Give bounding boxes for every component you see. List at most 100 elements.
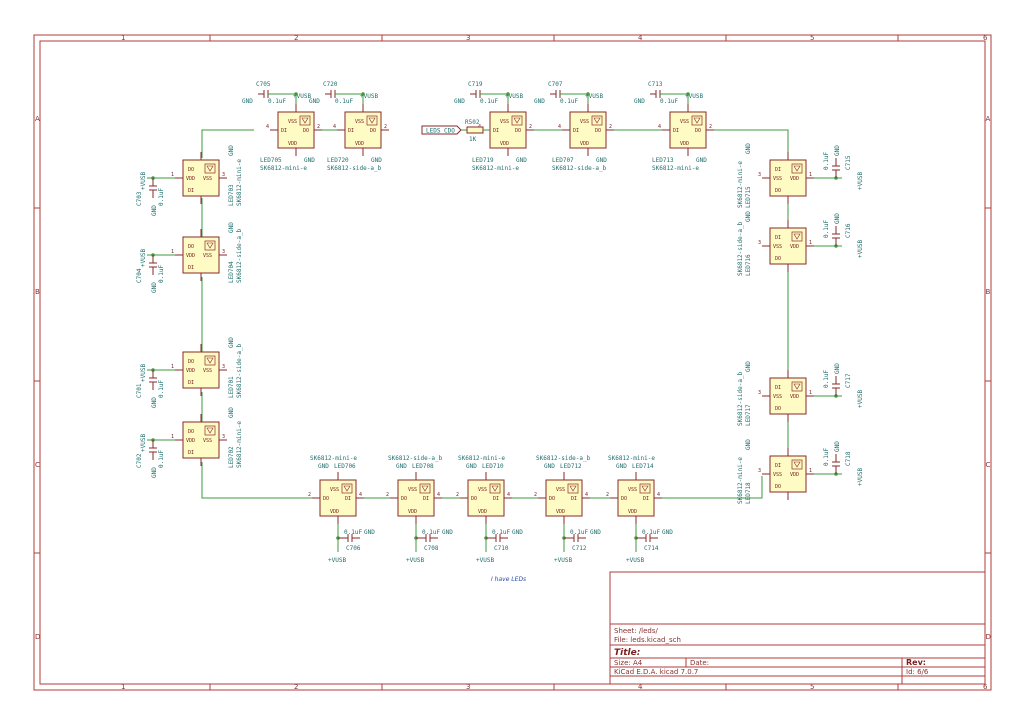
led-ref: LED705 bbox=[260, 157, 282, 164]
wire-layer bbox=[201, 129, 789, 499]
pin-name: VSS bbox=[773, 176, 782, 182]
pin-name: DI bbox=[188, 265, 194, 271]
cap-value: 0.1uF bbox=[570, 529, 588, 536]
led-value: SK6812-mini-e bbox=[652, 165, 699, 172]
pin-name: DO bbox=[303, 128, 309, 134]
cap-ref: C713 bbox=[648, 81, 663, 88]
pin-name: DO bbox=[401, 496, 407, 502]
frame-col-label-top: 4 bbox=[638, 34, 643, 42]
pin-number: 3 bbox=[758, 468, 761, 474]
led-gnd-label: GND bbox=[696, 157, 707, 164]
led-value: SK6812-mini-e bbox=[737, 457, 744, 504]
title-block-file: File: leds.kicad_sch bbox=[614, 636, 681, 644]
cap-value: 0.1uF bbox=[158, 265, 165, 283]
pin-name: DI bbox=[573, 128, 579, 134]
pin-number: 2 bbox=[609, 124, 612, 130]
pin-number: 1 bbox=[171, 249, 174, 255]
led-gnd-label: GND bbox=[228, 145, 235, 156]
pin-name: DI bbox=[775, 385, 781, 391]
pin-name: VSS bbox=[556, 487, 565, 493]
pin-name: DO bbox=[775, 484, 781, 490]
pin-number: 2 bbox=[384, 124, 387, 130]
led-gnd-label: GND bbox=[544, 463, 555, 470]
led-value: SK6812-side-a_b bbox=[737, 221, 744, 276]
cap-gnd-label: GND bbox=[834, 145, 841, 156]
led-gnd-label: GND bbox=[304, 157, 315, 164]
title-block: Sheet: /leds/ File: leds.kicad_sch Title… bbox=[609, 571, 986, 685]
vusb-label: +VUSB bbox=[293, 93, 311, 100]
led-value: SK6812-side-a_b bbox=[388, 455, 443, 462]
pin-name: DI bbox=[188, 188, 194, 194]
pin-name: VSS bbox=[478, 487, 487, 493]
pin-name: VDD bbox=[186, 438, 195, 444]
pin-name: VDD bbox=[186, 368, 195, 374]
pin-number: 3 bbox=[222, 249, 225, 255]
pin-number: 2 bbox=[529, 124, 532, 130]
pin-name: VSS bbox=[773, 472, 782, 478]
cap-value: 0.1uF bbox=[823, 152, 830, 170]
led-value: SK6812-side-a_b bbox=[552, 165, 607, 172]
pin-name: VSS bbox=[330, 487, 339, 493]
led-value: SK6812-mini-e bbox=[236, 159, 243, 206]
led-value: SK6812-mini-e bbox=[458, 455, 505, 462]
vusb-label: +VUSB bbox=[406, 557, 424, 564]
pin-name: DO bbox=[621, 496, 627, 502]
pin-number: 1 bbox=[809, 172, 812, 178]
pin-name: DI bbox=[571, 496, 577, 502]
cap-ref: C703 bbox=[136, 191, 143, 206]
pin-name: DI bbox=[493, 128, 499, 134]
cap-value: 0.1uF bbox=[492, 529, 510, 536]
led-ref: LED718 bbox=[745, 482, 752, 504]
pin-number: 4 bbox=[266, 124, 269, 130]
led-gnd-label: GND bbox=[745, 361, 752, 372]
pin-number: 4 bbox=[333, 124, 336, 130]
pin-name: VDD bbox=[330, 509, 339, 515]
resistor-r502: R502 1K bbox=[465, 119, 490, 143]
led-ref: LED714 bbox=[632, 463, 654, 470]
cap-ref: C718 bbox=[845, 451, 852, 466]
cap-gnd-label: GND bbox=[454, 98, 465, 105]
led-gnd-label: GND bbox=[745, 143, 752, 154]
pin-name: DI bbox=[281, 128, 287, 134]
cap-ref: C720 bbox=[323, 81, 338, 88]
vusb-label: +VUSB bbox=[476, 557, 494, 564]
pin-name: VSS bbox=[408, 487, 417, 493]
led-gnd-label: GND bbox=[228, 407, 235, 418]
led-gnd-label: GND bbox=[745, 211, 752, 222]
pin-name: DO bbox=[323, 496, 329, 502]
pin-name: VSS bbox=[580, 119, 589, 125]
cap-value: 0.1uF bbox=[335, 98, 353, 105]
cap-value: 0.1uF bbox=[158, 188, 165, 206]
pin-number: 4 bbox=[657, 492, 660, 498]
pin-name: DI bbox=[493, 496, 499, 502]
title-block-tool: KiCad E.D.A. kicad 7.0.7 bbox=[614, 668, 698, 676]
frame-row-label-right: B bbox=[986, 288, 991, 296]
cap-gnd-label: GND bbox=[242, 98, 253, 105]
cap-value: 0.1uF bbox=[823, 448, 830, 466]
cap-ref: C704 bbox=[136, 268, 143, 283]
cap-gnd-label: GND bbox=[590, 529, 601, 536]
cap-value: 0.1uF bbox=[823, 370, 830, 388]
pin-number: 3 bbox=[222, 172, 225, 178]
pin-name: DI bbox=[423, 496, 429, 502]
pin-name: VDD bbox=[680, 141, 689, 147]
pin-number: 4 bbox=[658, 124, 661, 130]
title-block-rev: Rev: bbox=[906, 658, 926, 667]
cap-gnd-label: GND bbox=[634, 98, 645, 105]
frame-col-label-top: 6 bbox=[983, 34, 988, 42]
cap-value: 0.1uF bbox=[422, 529, 440, 536]
pin-number: 3 bbox=[758, 390, 761, 396]
cap-gnd-label: GND bbox=[534, 98, 545, 105]
pin-name: DO bbox=[188, 167, 194, 173]
